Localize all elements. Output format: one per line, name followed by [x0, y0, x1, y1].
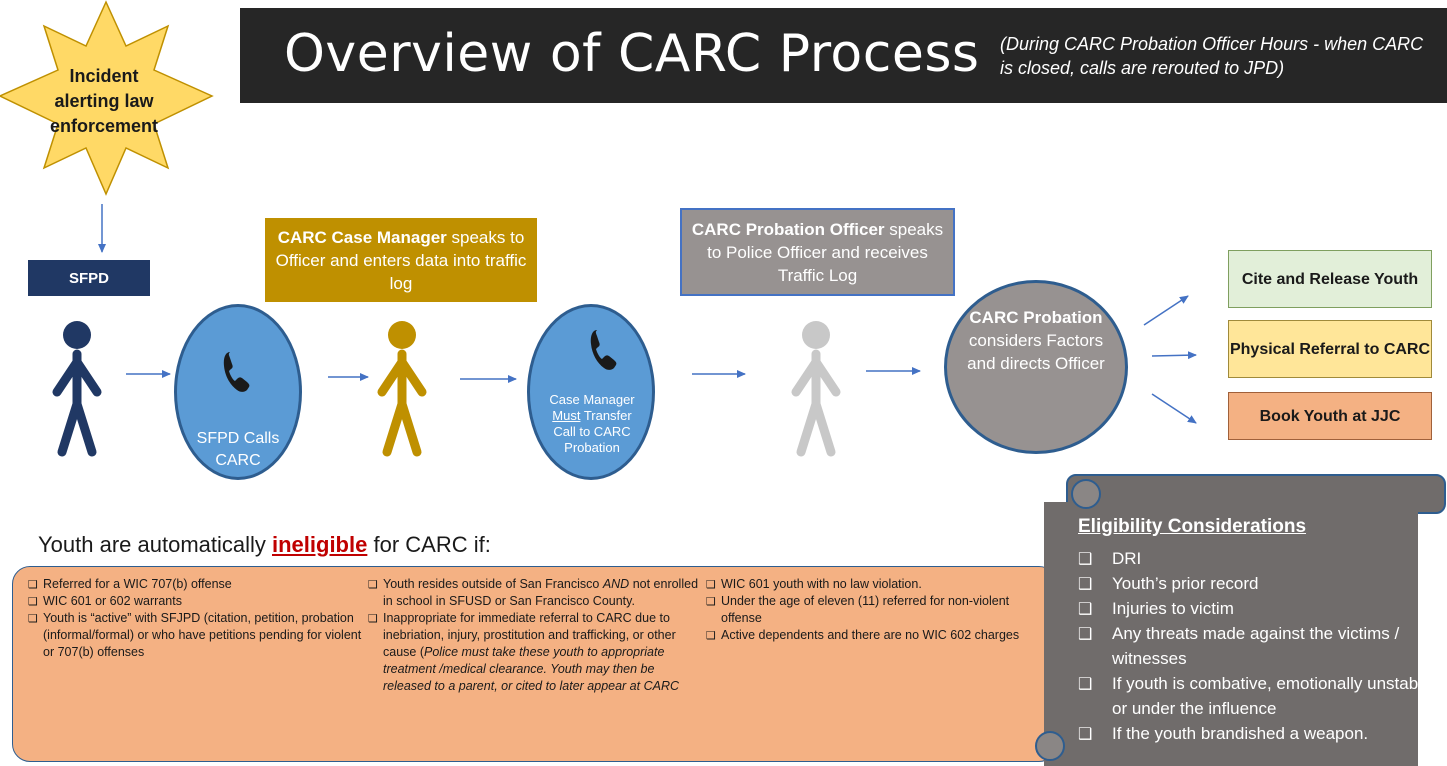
eligibility-item: Injuries to victim — [1078, 596, 1438, 621]
probation-officer-action: speaks to Police Officer and receives Tr… — [707, 219, 944, 285]
probation-officer-figure — [791, 321, 841, 457]
ineligible-keyword: ineligible — [272, 532, 368, 557]
criteria-item: Youth is “active” with SFJPD (citation, … — [28, 610, 368, 661]
sfpd-calls-label: SFPD Calls CARC — [196, 430, 280, 469]
criteria-item: Referred for a WIC 707(b) offense — [28, 576, 368, 593]
eligibility-item: If youth is combative, emotionally unsta… — [1078, 671, 1438, 721]
transfer-call-circle — [527, 304, 655, 480]
case-manager-figure — [377, 321, 427, 457]
phone-icon — [223, 352, 250, 392]
arrow-decision-to-referral — [1151, 351, 1197, 360]
criteria-item: Inappropriate for immediate referral to … — [368, 610, 704, 695]
sfpd-label: SFPD — [68, 269, 109, 287]
probation-officer-box: CARC Probation Officer speaks to Police … — [680, 208, 955, 296]
police-officer-figure — [52, 321, 102, 457]
outcome-cite-release: Cite and Release Youth — [1228, 250, 1432, 308]
transfer-call-must: Must — [552, 408, 581, 423]
transfer-call-text-post: Transfer Call to CARC Probation — [553, 408, 632, 455]
criteria-emphasis: Police must take these youth to appropri… — [383, 645, 679, 693]
case-manager-role: CARC Case Manager — [277, 227, 447, 247]
criteria-column-1: Referred for a WIC 707(b) offense WIC 60… — [28, 576, 368, 661]
scroll-curl-top — [1071, 479, 1101, 509]
case-manager-box: CARC Case Manager speaks to Officer and … — [265, 218, 537, 302]
eligibility-item: Any threats made against the victims / w… — [1078, 621, 1438, 671]
transfer-call-text-pre: Case Manager — [549, 392, 635, 407]
eligibility-item: DRI — [1078, 546, 1438, 571]
arrow-decision-to-cite — [1143, 295, 1189, 326]
eligibility-title: Eligibility Considerations — [1078, 516, 1307, 537]
scroll-curl-bottom — [1035, 731, 1065, 761]
criteria-text: not enrolled in school in SFUSD or San F… — [383, 577, 699, 608]
page-title: Overview of CARC Process — [284, 24, 980, 84]
probation-officer-role: CARC Probation Officer — [691, 219, 885, 239]
criteria-text: Inappropriate for immediate referral to … — [383, 611, 676, 659]
title-bar — [240, 8, 1447, 103]
probation-decision-circle — [944, 280, 1128, 454]
eligibility-item: Youth’s prior record — [1078, 571, 1438, 596]
criteria-item: Youth resides outside of San Francisco A… — [368, 576, 704, 610]
criteria-column-3: WIC 601 youth with no law violation. Und… — [706, 576, 1046, 644]
probation-decision-title: CARC Probation — [969, 308, 1103, 327]
ineligible-heading: Youth are automatically ineligible for C… — [38, 532, 491, 558]
phone-icon — [590, 330, 617, 370]
probation-decision-label: CARC Probation considers Factors and dir… — [960, 306, 1112, 375]
ineligible-heading-post: for CARC if: — [367, 532, 491, 557]
outcome-physical-referral: Physical Referral to CARC — [1228, 320, 1432, 378]
criteria-item: WIC 601 youth with no law violation. — [706, 576, 1046, 593]
eligibility-list: DRI Youth’s prior record Injuries to vic… — [1078, 546, 1438, 746]
criteria-item: Under the age of eleven (11) referred fo… — [706, 593, 1046, 627]
eligibility-item: If the youth brandished a weapon. — [1078, 721, 1438, 746]
transfer-call-label: Case Manager Must Transfer Call to CARC … — [540, 392, 644, 456]
criteria-text: Youth resides outside of San Francisco — [383, 577, 603, 591]
incident-label: Incident alerting law enforcement — [49, 66, 159, 136]
ineligible-heading-pre: Youth are automatically — [38, 532, 272, 557]
criteria-column-2: Youth resides outside of San Francisco A… — [368, 576, 704, 695]
sfpd-box: SFPD — [28, 260, 150, 296]
title-note: (During CARC Probation Officer Hours - w… — [1000, 34, 1424, 78]
criteria-item: Active dependents and there are no WIC 6… — [706, 627, 1046, 644]
probation-decision-text: considers Factors and directs Officer — [967, 331, 1105, 373]
outcome-book-youth: Book Youth at JJC — [1228, 392, 1432, 440]
incident-star-shape — [0, 0, 214, 196]
sfpd-calls-circle — [174, 304, 302, 480]
arrow-decision-to-book — [1151, 393, 1197, 424]
case-manager-action: speaks to Officer and enters data into t… — [275, 227, 527, 293]
criteria-emphasis: AND — [602, 577, 630, 591]
criteria-item: WIC 601 or 602 warrants — [28, 593, 368, 610]
